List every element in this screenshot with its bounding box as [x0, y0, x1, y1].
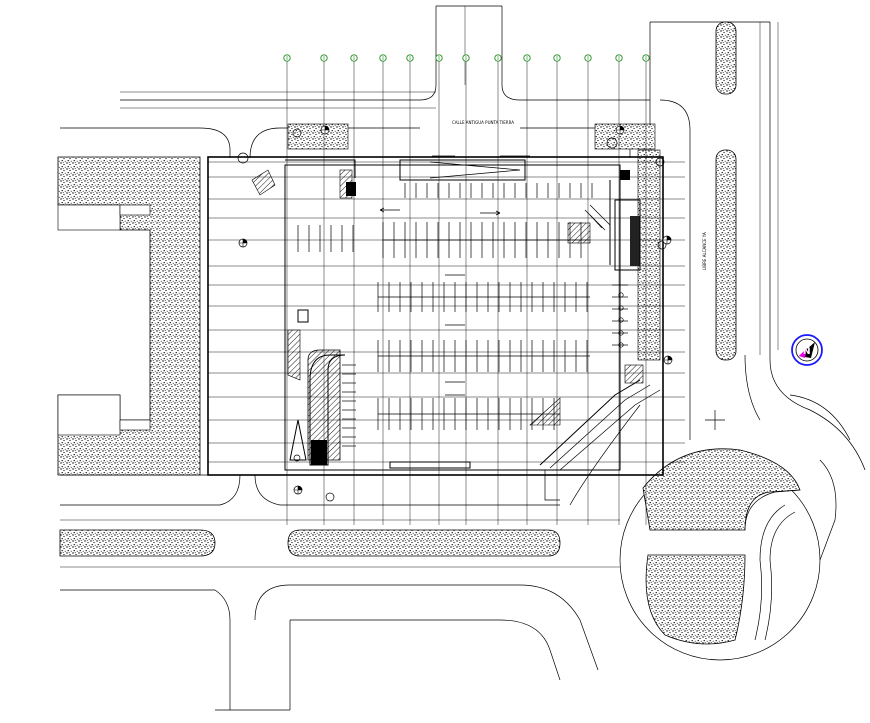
accessible-stall-marker-icon: [618, 342, 624, 348]
level-marker-icons: [238, 125, 673, 495]
direction-arrows: [379, 155, 530, 396]
parking-lot: [207, 128, 667, 506]
level-marker-icon: [238, 238, 248, 248]
parking-stalls: [297, 183, 628, 447]
grid-axis-marker-icon: [320, 54, 328, 62]
grid-axis-marker-icon: [462, 54, 470, 62]
north-label: N: [803, 347, 811, 357]
grid-axis-marker-icon: [350, 54, 358, 62]
grid-axis-marker-icon: [435, 54, 443, 62]
street-labels: CALLE ANTIGUA PUNTA TIERRA LIBRE ALCANCE…: [452, 120, 707, 270]
landscape-areas: [57, 21, 801, 645]
grid-axis-marker-icon: [584, 54, 592, 62]
accessible-stall-marker-icon: [618, 330, 624, 336]
grid-axis-marker-icon: [406, 54, 414, 62]
grid-axis-marker-icon: [283, 54, 291, 62]
level-marker-icon: [662, 235, 672, 245]
level-marker-icon: [663, 355, 673, 365]
street-label-right: LIBRE ALCANCE YA: [702, 232, 707, 270]
north-arrow-icon: N: [791, 334, 823, 366]
level-marker-icon: [615, 125, 625, 135]
grid-axis-marker-icon: [642, 54, 650, 62]
accessible-stall-marker-icon: [618, 305, 624, 311]
structural-grid: [208, 58, 685, 525]
level-marker-icon: [293, 485, 303, 495]
grid-axis-marker-icon: [379, 54, 387, 62]
survey-point-icon: [705, 410, 725, 430]
grid-axis-marker-icon: [494, 54, 502, 62]
grid-axis-marker-icon: [523, 54, 531, 62]
street-label-top: CALLE ANTIGUA PUNTA TIERRA: [452, 120, 514, 125]
accessible-stall-marker-icon: [618, 317, 624, 323]
level-marker-icon: [320, 125, 330, 135]
grid-axis-marker-icon: [553, 54, 561, 62]
grid-axis-marker-icon: [615, 54, 623, 62]
accessible-stall-marker-icon: [618, 292, 624, 298]
grid-axis-markers: [283, 54, 650, 62]
